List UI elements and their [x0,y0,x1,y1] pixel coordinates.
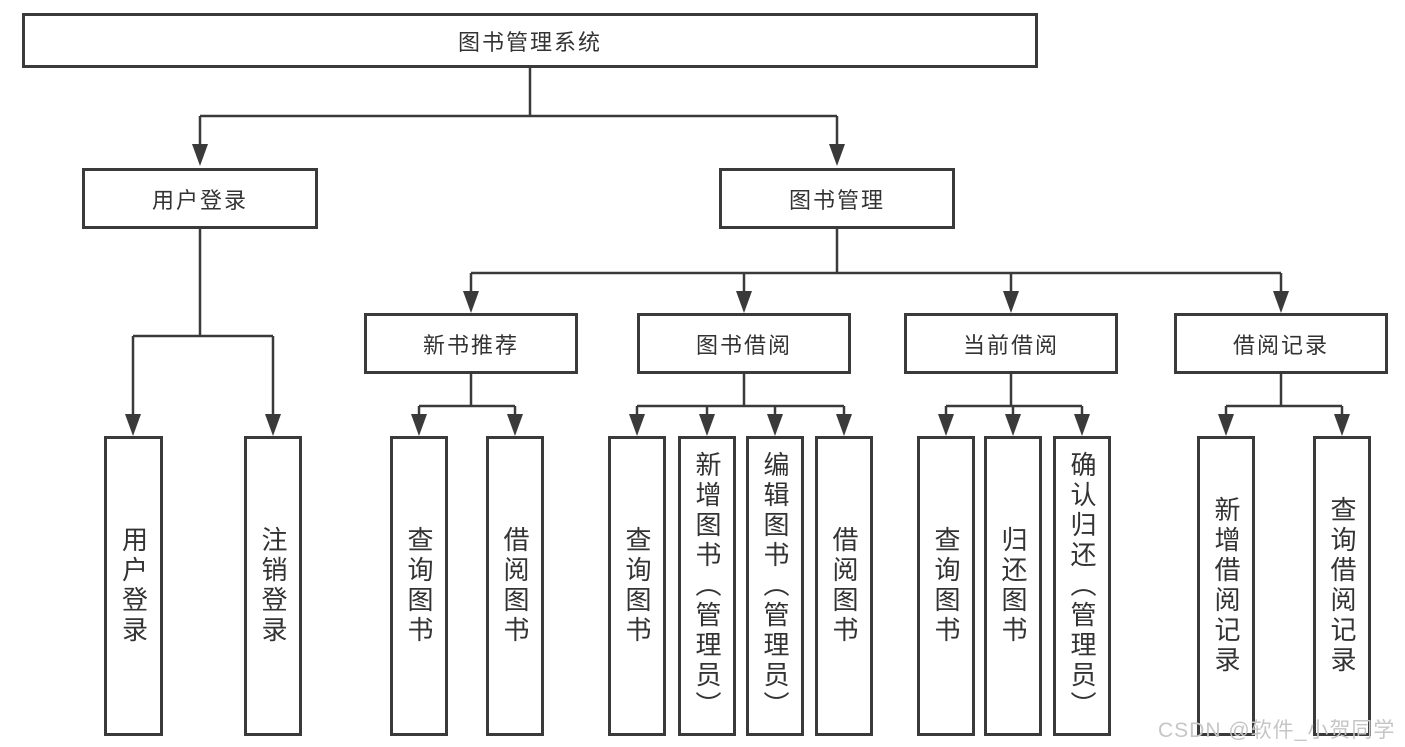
node-current-borrowing: 当前借阅 [904,313,1118,374]
leaf-logout: 注销登录 [244,436,302,736]
leaf-cb-confirm-return-admin: 确认归还（管理员） [1053,436,1111,736]
node-label: 新书推荐 [422,332,519,358]
node-label: 编辑图书（管理员） [760,451,790,721]
node-label: 新增图书（管理员） [692,451,722,721]
node-label: 注销登录 [258,526,288,646]
csdn-watermark: CSDN @软件_小贺同学 [1158,719,1396,742]
node-label: 借阅记录 [1232,332,1329,358]
leaf-br-add-record: 新增借阅记录 [1197,436,1255,736]
node-label: 归还图书 [998,526,1028,646]
node-user-login: 用户登录 [82,168,318,229]
node-label: 新增借阅记录 [1211,496,1241,676]
leaf-nbr-query-books: 查询图书 [390,436,448,736]
node-new-book-recommend: 新书推荐 [364,313,578,374]
leaf-cb-return-books: 归还图书 [984,436,1042,736]
node-label: 查询图书 [404,526,434,646]
leaf-user-login: 用户登录 [104,436,163,736]
node-library-management-system: 图书管理系统 [22,13,1038,68]
node-label: 借阅图书 [500,526,530,646]
node-label: 查询借阅记录 [1327,496,1357,676]
node-label: 图书管理系统 [457,29,602,55]
node-label: 用户登录 [118,526,149,646]
leaf-nbr-borrow-books: 借阅图书 [486,436,544,736]
node-borrow-records: 借阅记录 [1174,313,1388,374]
leaf-bb-add-books-admin: 新增图书（管理员） [678,436,736,736]
node-label: 查询图书 [931,526,961,646]
node-label: 借阅图书 [829,526,859,646]
arrowheads [125,144,1350,436]
leaf-cb-query-books: 查询图书 [917,436,975,736]
node-label: 确认归还（管理员） [1067,451,1097,721]
node-label: 图书管理 [788,187,885,213]
node-book-borrowing: 图书借阅 [637,313,851,374]
leaf-br-query-record: 查询借阅记录 [1313,436,1371,736]
node-label: 当前借阅 [962,332,1059,358]
node-label: 查询图书 [622,526,652,646]
node-label: 用户登录 [151,187,248,213]
leaf-bb-query-books: 查询图书 [608,436,666,736]
node-label: 图书借阅 [695,332,792,358]
leaf-bb-borrow-books: 借阅图书 [815,436,873,736]
node-book-management: 图书管理 [719,168,955,229]
leaf-bb-edit-books-admin: 编辑图书（管理员） [746,436,804,736]
